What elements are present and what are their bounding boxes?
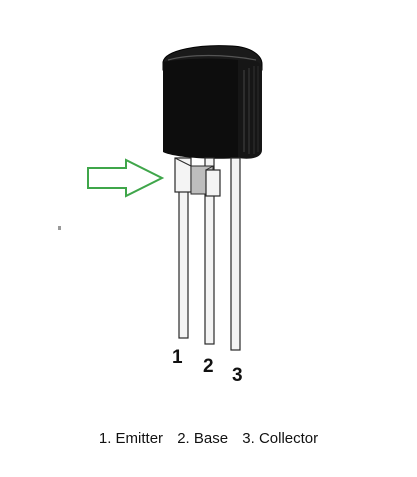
caption-collector: 3. Collector <box>242 430 319 447</box>
pin-number-1: 1 <box>172 347 183 368</box>
transistor-body <box>162 45 263 159</box>
pin-caption: 1. Emitter 2. Base 3. Collector <box>0 430 417 447</box>
pin-number-2: 2 <box>203 356 214 377</box>
lead-clip <box>174 157 221 197</box>
lead-collector <box>230 157 241 351</box>
stray-mark <box>58 226 61 230</box>
arrow-right-icon <box>87 158 165 198</box>
lead-base <box>204 157 215 345</box>
caption-base: 2. Base <box>177 430 229 447</box>
pin-number-3: 3 <box>232 365 243 386</box>
caption-emitter: 1. Emitter <box>98 430 164 447</box>
